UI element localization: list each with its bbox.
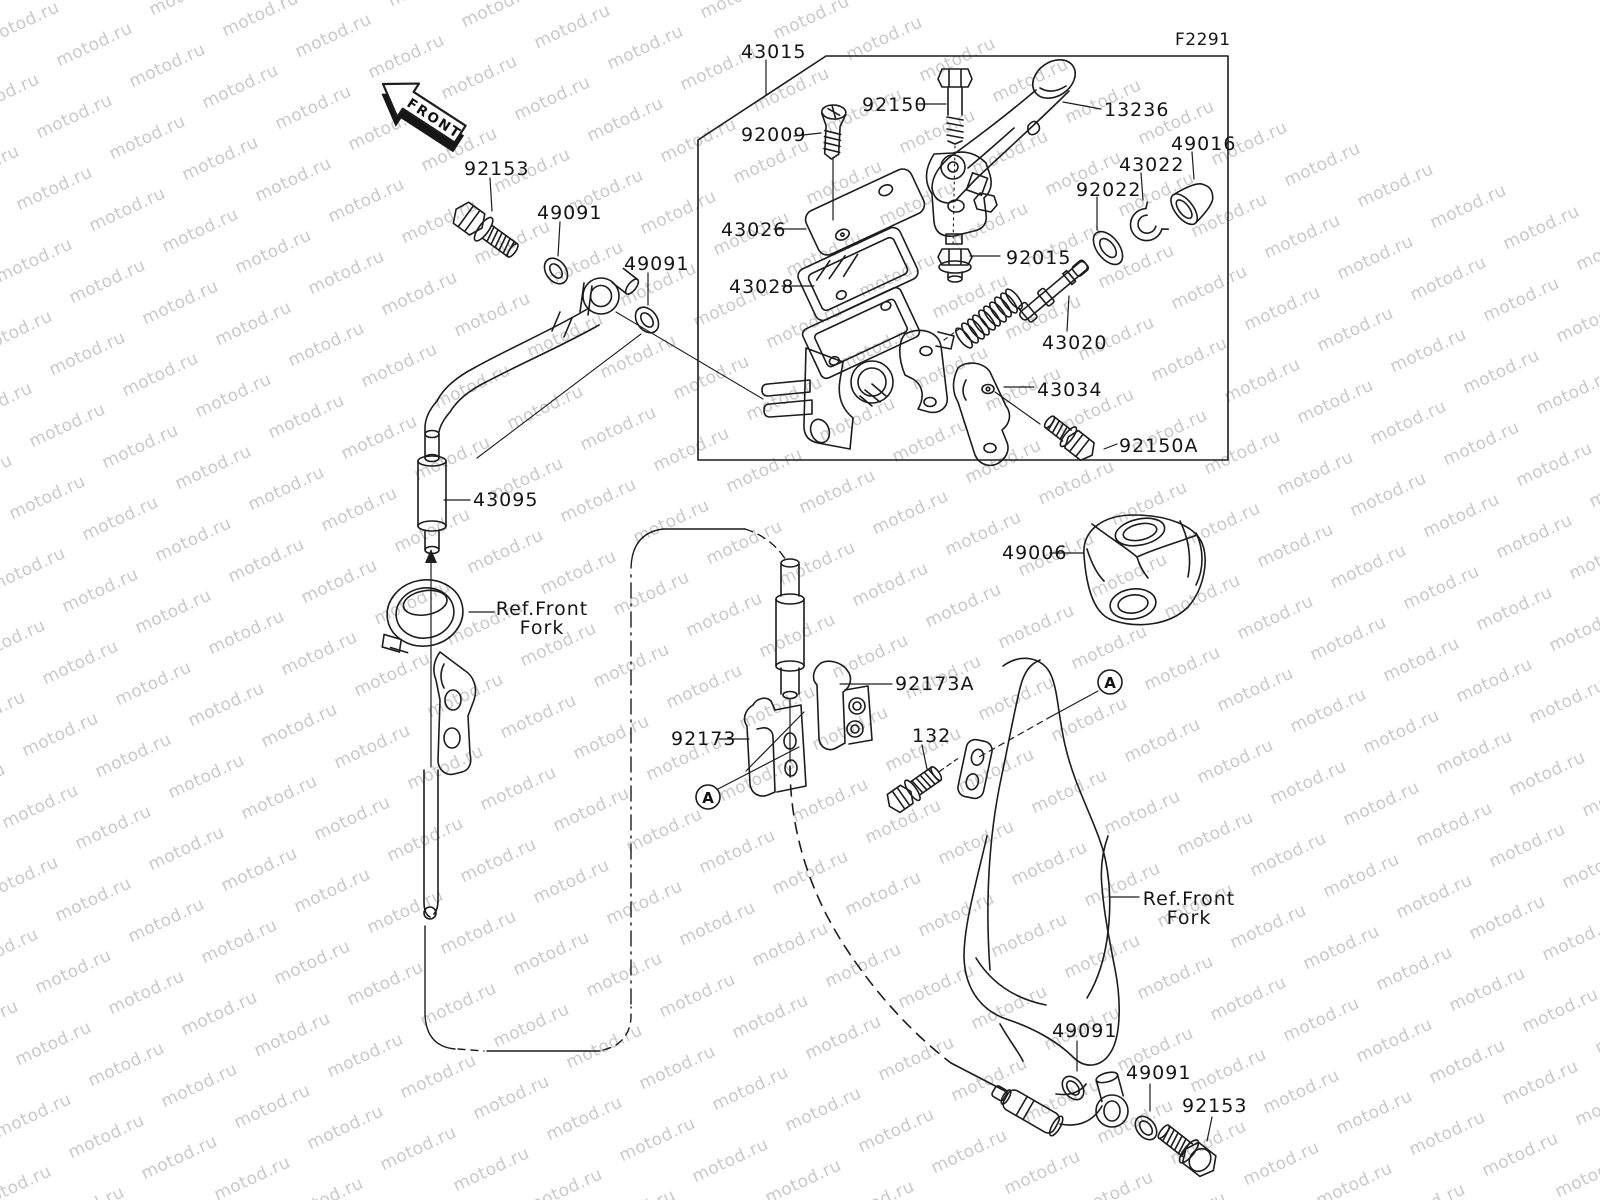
hose-pipe-43095 [417,429,447,555]
detail-marker-a-right: A [1097,669,1123,695]
washer-49091-b [634,306,660,334]
part-label-49091-c: 49091 [1052,1020,1118,1042]
hose-guide-boot-49006 [1083,514,1206,626]
part-label-92173a: 92173A [895,673,975,695]
detail-marker-a-left: A [695,784,721,810]
part-label-132: 132 [912,725,952,747]
bolt-132 [886,758,959,814]
pivot-axis [952,145,956,247]
washer-92022 [1092,230,1124,266]
caliper-pipe-fitting [991,1085,1064,1137]
hose-flow-arrow [425,549,437,768]
part-label-92150a: 92150A [1119,435,1199,457]
gasket-plate-43026 [804,168,926,256]
master-cylinder-body [761,329,955,450]
screw-92009 [820,104,847,160]
leader-lines [443,59,1213,1142]
banjo-fitting-top [579,267,640,316]
hose-bottom-bend [1055,1071,1129,1128]
brake-lever-13236 [931,59,1077,204]
svg-text:A: A [1104,674,1116,692]
part-label-49016: 49016 [1171,133,1237,155]
part-label-49091-d: 49091 [1126,1062,1192,1084]
fork-guard-outline [987,657,1111,999]
clamp-bolt-92150a [1043,415,1095,462]
part-label-43015: 43015 [741,41,807,63]
brake-hose-upper [424,307,600,434]
hose-clamp-92173 [743,697,807,797]
assembly-box [697,55,1229,461]
lever-perch [925,151,998,245]
ref-front-fork-label-1: Ref.Front Fork [495,598,589,639]
part-label-43095: 43095 [473,489,539,511]
part-label-49091-a: 49091 [537,202,603,224]
circlip-43022 [1129,201,1170,242]
part-label-43028: 43028 [729,276,795,298]
dust-boot-49016 [1170,183,1214,226]
part-label-92009: 92009 [741,124,807,146]
part-label-43034: 43034 [1037,379,1103,401]
piston-spring-43020 [943,288,1023,349]
brake-hose-second [775,558,1006,1092]
hose-routing-loop [424,528,787,1052]
handlebar-clamp-43034 [952,362,1011,467]
piston-assembly [1018,259,1090,323]
part-label-92153-b: 92153 [1182,1095,1248,1117]
pivot-bolt-92150 [937,68,973,145]
banjo-bolt-92153-b [1157,1124,1217,1178]
washer-49091-a [543,257,569,285]
brake-hose-mid [423,769,439,920]
part-label-92153-top: 92153 [464,158,530,180]
front-arrow: FRONT [381,82,467,153]
part-label-92150: 92150 [862,94,928,116]
fork-lower-leg [963,835,1120,1066]
washer-49091-d [1134,1115,1158,1141]
fork-mount-tab [957,738,993,800]
ref-front-fork-label-2: Ref.Front Fork [1142,888,1236,929]
svg-text:A: A [702,789,714,807]
locknut-92015 [937,248,973,283]
part-label-43026: 43026 [721,219,787,241]
part-label-43020: 43020 [1042,332,1108,354]
figure-code: F2291 [1175,30,1231,50]
part-label-92173: 92173 [671,728,737,750]
clamp-bracket [433,651,477,776]
part-label-92015: 92015 [1006,247,1072,269]
fork-clamp-ring [381,579,464,654]
hose-clamp-92173a [812,660,873,751]
part-label-43022: 43022 [1119,154,1185,176]
part-label-49091-b: 49091 [624,253,690,275]
washer-49091-c [1061,1075,1085,1101]
part-label-49006: 49006 [1002,542,1068,564]
part-label-13236: 13236 [1104,99,1170,121]
part-label-92022: 92022 [1076,179,1142,201]
banjo-bolt-92153-top [452,201,519,258]
master-cylinder-reservoir [801,286,921,380]
